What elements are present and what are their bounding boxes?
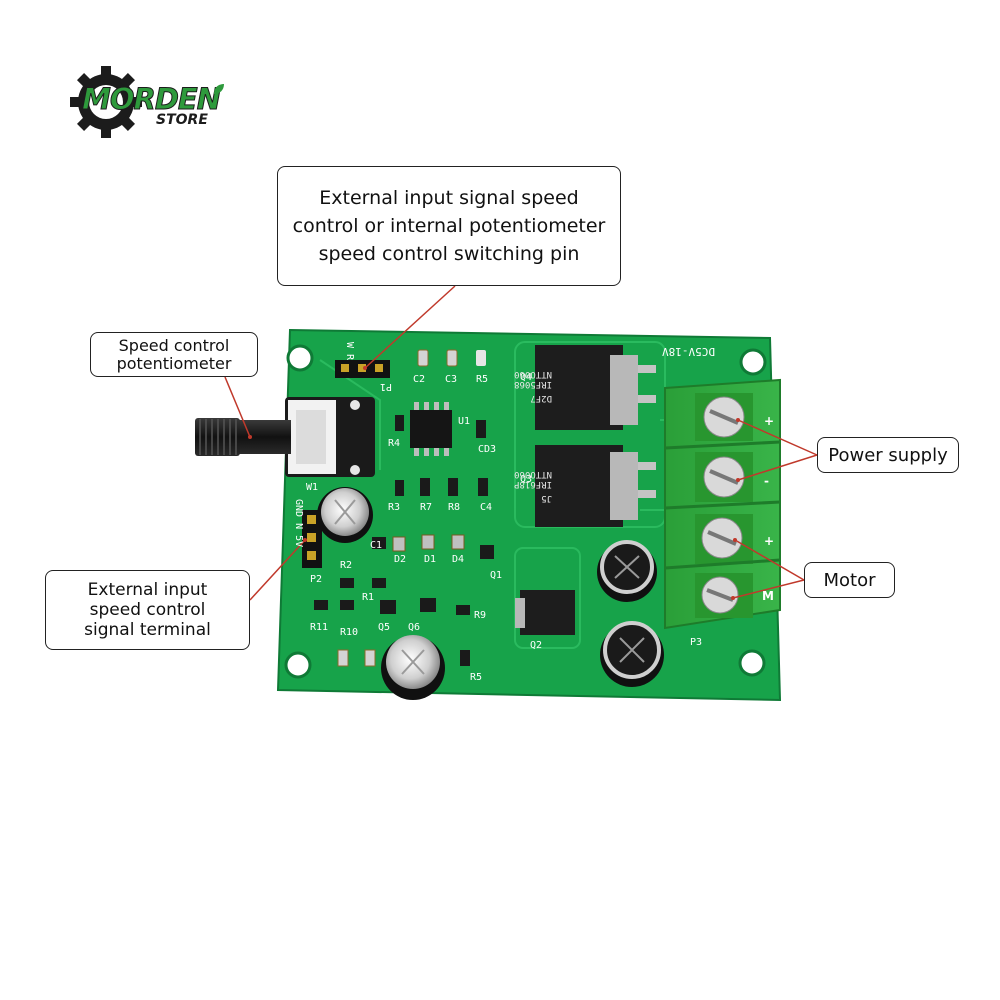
terminal-mark-1: + (764, 414, 774, 428)
callout-lines (224, 285, 818, 601)
silk-gnd: GND N 5V (293, 499, 304, 547)
signal-terminal-header (302, 510, 322, 568)
silk-cd3: CD3 (478, 444, 496, 455)
gear-icon (70, 66, 142, 138)
silk-wr: W R (344, 342, 355, 361)
silk-r4: R4 (388, 438, 400, 449)
silk-r7: R7 (420, 502, 432, 513)
mounting-holes (284, 344, 767, 679)
terminal-screw-1 (695, 393, 753, 441)
silk-r1: R1 (362, 592, 374, 603)
silk-c4: C4 (480, 502, 492, 513)
silk-r9: R9 (474, 610, 486, 621)
silk-q2: Q2 (530, 640, 542, 651)
silk-r2: R2 (340, 560, 352, 571)
callout-motor-label: Motor (823, 569, 876, 591)
callout-switch-pin-line2: control or internal potentiometer (292, 215, 606, 237)
capacitor-c6 (381, 635, 445, 700)
silk-d2: D2 (394, 554, 406, 565)
mosfet-q3-line2: IRF618P (513, 479, 552, 489)
ic-u1 (410, 402, 452, 456)
callout-potentiometer: Speed control potentiometer (90, 332, 258, 377)
logo-brand-text: MORDEN (82, 82, 222, 117)
logo-sub: STORE (156, 112, 208, 128)
silk-voltage: DC5V-18V (662, 345, 715, 358)
callout-motor: Motor (804, 562, 895, 598)
silk-q1: Q1 (490, 570, 502, 581)
leaf-icon (214, 84, 224, 94)
mosfet-q4-line1: NTTO060 (514, 369, 552, 379)
silk-c3: C3 (445, 374, 457, 385)
callout-power-supply: Power supply (817, 437, 959, 473)
silk-d4: D4 (452, 554, 464, 565)
silk-q3: Q3 (520, 474, 532, 485)
mosfet-q3-line3: J5 (541, 493, 552, 503)
silk-r3: R3 (388, 502, 400, 513)
terminal-mark-3: + (764, 534, 774, 548)
terminal-mark-2: - (764, 474, 769, 488)
silk-p3: P3 (690, 637, 702, 648)
potentiometer (195, 397, 375, 477)
switch-pin-header (335, 360, 390, 378)
callout-external-input-line1: External input (87, 580, 208, 600)
callout-external-input-line2: speed control (89, 600, 206, 620)
terminal-mark-4: M (762, 589, 774, 603)
silk-r10: R10 (340, 627, 358, 638)
silk-q5: Q5 (378, 622, 390, 633)
logo-brand: MORDEN (82, 82, 222, 117)
mosfet-q3-line1: NTTO060 (514, 469, 552, 479)
mosfet-q4-line3: D2F7 (530, 393, 552, 403)
silk-d1: D1 (424, 554, 436, 565)
silk-w1: W1 (306, 482, 318, 493)
terminal-screw-3 (695, 514, 753, 564)
capacitor-c1 (317, 487, 373, 543)
mosfet-q4 (535, 345, 656, 430)
silk-r5: R5 (476, 374, 488, 385)
capacitor-large-1 (597, 540, 657, 602)
callout-switch-pin: External input signal speed control or i… (277, 166, 621, 286)
silk-q6: Q6 (408, 622, 420, 633)
brand-logo: MORDEN STORE (66, 62, 236, 142)
logo-sub-text: STORE (156, 112, 208, 128)
callout-external-input-line3: signal terminal (84, 620, 211, 640)
silk-c1: C1 (370, 540, 382, 551)
callout-switch-pin-line3: speed control switching pin (318, 243, 580, 265)
smd-components (314, 349, 494, 667)
silk-q4: Q4 (520, 372, 532, 383)
mosfet-q3 (535, 445, 656, 527)
silk-r8: R8 (448, 502, 460, 513)
silk-u1: U1 (458, 416, 470, 427)
mosfet-q4-line2: IRF5068 (514, 379, 552, 389)
silk-c2: C2 (413, 374, 425, 385)
silk-p2: P2 (310, 574, 322, 585)
callout-power-supply-label: Power supply (828, 444, 948, 466)
callout-potentiometer-line2: potentiometer (116, 353, 232, 373)
callout-external-input: External input speed control signal term… (45, 570, 250, 650)
callout-switch-pin-line1: External input signal speed (319, 187, 579, 209)
silk-r11: R11 (310, 622, 328, 633)
terminal-screw-2 (695, 452, 753, 502)
callout-potentiometer-line1: Speed control (118, 335, 230, 355)
transistor-q2 (515, 590, 575, 635)
capacitor-large-2 (600, 621, 664, 687)
silk-r5b: R5 (470, 672, 482, 683)
silk-p1: P1 (380, 381, 392, 392)
